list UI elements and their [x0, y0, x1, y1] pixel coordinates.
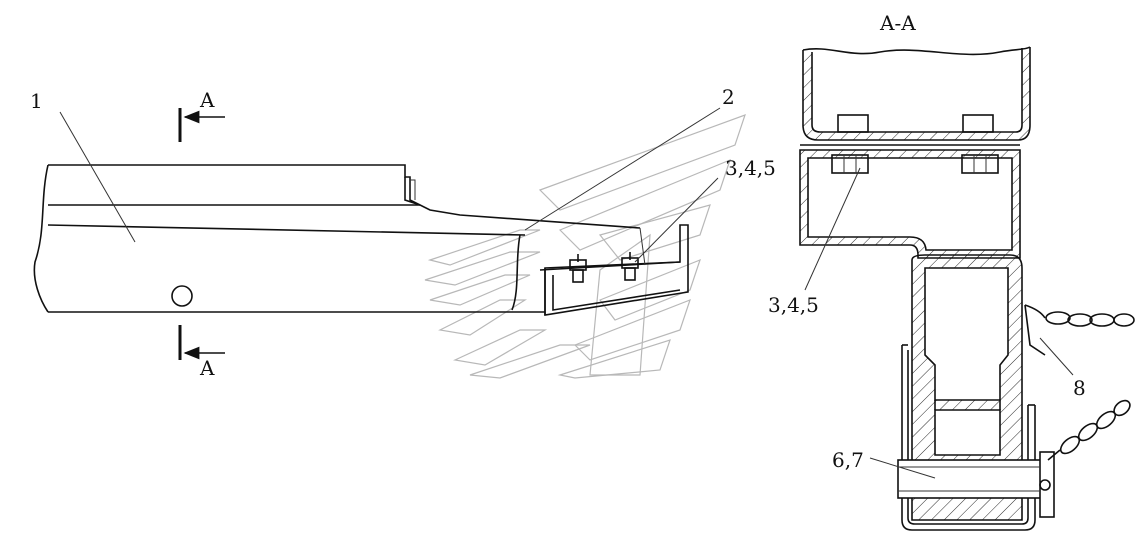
nut-left	[831, 154, 869, 174]
locking-pin	[897, 451, 1055, 518]
leader-345-left	[634, 177, 719, 263]
leader-345-right	[804, 167, 861, 291]
leader-67	[869, 457, 936, 479]
pin-hole	[171, 285, 193, 307]
callout-2: 2	[722, 85, 735, 109]
chain-upper	[1024, 304, 1135, 356]
side-view: 1 2 3,4,5 A A	[30, 85, 776, 380]
bolt-left	[569, 254, 587, 283]
bolt-right	[621, 252, 639, 281]
mount-pad-left	[837, 114, 869, 133]
callout-345-left: 3,4,5	[725, 156, 776, 180]
watermark-logo	[424, 114, 746, 379]
chain-lower	[1047, 399, 1131, 461]
section-label-top: A	[199, 88, 215, 112]
nut-right	[961, 154, 999, 174]
mount-pad-right	[962, 114, 994, 133]
leader-2	[524, 107, 721, 231]
callout-67: 6,7	[832, 448, 864, 472]
callout-1: 1	[30, 89, 43, 113]
section-marker-top	[178, 108, 225, 142]
callout-8: 8	[1073, 376, 1086, 400]
section-marker-bottom	[178, 325, 225, 360]
leader-1	[59, 111, 136, 243]
section-label-bottom: A	[199, 356, 215, 380]
section-title: A-A	[879, 11, 916, 35]
callout-345-right: 3,4,5	[768, 293, 819, 317]
leader-8	[1039, 337, 1074, 376]
section-view-aa: A-A	[768, 11, 1135, 531]
